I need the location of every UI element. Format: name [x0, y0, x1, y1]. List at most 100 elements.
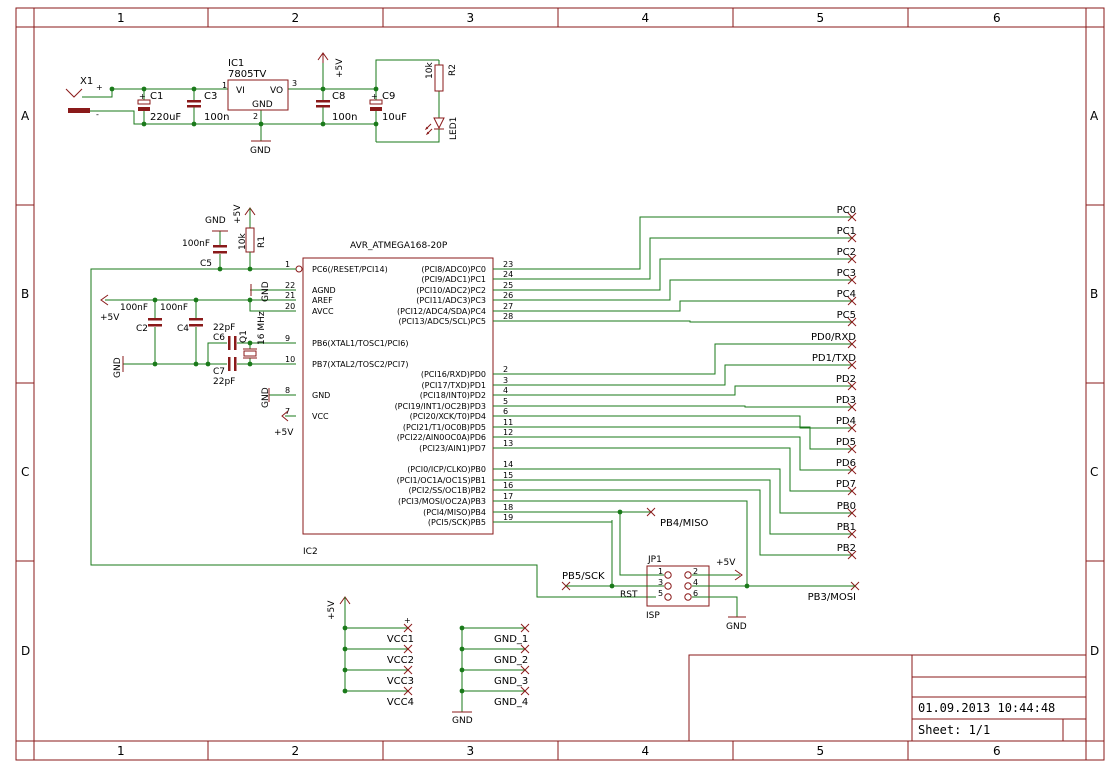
- ic1-pin1: 1: [222, 81, 227, 90]
- vcc-label: VCC4: [387, 697, 414, 708]
- pin8-gnd-label: GND: [261, 387, 271, 408]
- isp-pin6: 6: [693, 589, 698, 598]
- vcc-label: VCC1: [387, 634, 414, 645]
- net-end-PB2: [847, 550, 857, 560]
- mcu-right-pin-name: (PCI9/ADC1)PC1: [421, 275, 486, 284]
- c9-value: 10uF: [382, 112, 407, 123]
- mcu-left-pin-name: GND: [312, 391, 330, 400]
- net-end-PB1: [847, 529, 857, 539]
- led1-name: LED1: [449, 117, 459, 140]
- mcu-right-pin-num: 13: [503, 439, 513, 448]
- c5-name: C5: [200, 259, 212, 269]
- frame-col-bottom-6: 6: [993, 744, 1001, 758]
- mcu-left-pin-name: VCC: [312, 412, 329, 421]
- mcu-right-pin-num: 26: [503, 291, 513, 300]
- net-label: PC3: [837, 268, 856, 279]
- supply-plus5v-label: +5V: [335, 58, 345, 78]
- mcu-right-pin-name: (PCI10/ADC2)PC2: [416, 286, 486, 295]
- gnd-block-label: GND: [452, 716, 473, 726]
- q1-value: 16 MHz: [257, 311, 267, 345]
- isp-rst: RST: [620, 590, 638, 600]
- frame-row-left-C: C: [21, 465, 29, 479]
- c5-gnd-label: GND: [205, 216, 226, 226]
- net-label: PB0: [837, 501, 856, 512]
- pin7-plus5v-label: +5V: [274, 428, 294, 438]
- mcu-left-pin-name: AREF: [312, 296, 333, 305]
- mcu-right-pin-num: 6: [503, 407, 508, 416]
- isp-pin4: 4: [693, 578, 698, 587]
- mcu-left-pin-name: PC6(/RESET/PCI14): [312, 265, 388, 274]
- mcu-right-pin-num: 18: [503, 503, 513, 512]
- x1-minus-sign: -: [96, 110, 99, 119]
- mcu-right-pin-num: 24: [503, 270, 513, 279]
- frame-col-bottom-2: 2: [292, 744, 300, 758]
- net-end-PD2: [847, 381, 857, 391]
- frame-row-right-D: D: [1090, 644, 1099, 658]
- mcu-right-pin-name: (PCI1/OC1A/OC1S)PB1: [397, 476, 486, 485]
- net-end-PC1: [847, 233, 857, 243]
- net-label: PB5/SCK: [562, 571, 605, 582]
- mcu-right-pin-num: 15: [503, 471, 513, 480]
- vcc-end-VCC4: [403, 686, 413, 696]
- c4-value: 100nF: [160, 303, 188, 313]
- net-label: PB4/MISO: [660, 518, 709, 529]
- mcu-body: [302, 257, 494, 535]
- mcu-right-pin-num: 5: [503, 397, 508, 406]
- c8-value: 100n: [332, 112, 357, 123]
- mcu-left-pin-num: 10: [285, 355, 295, 364]
- ic1-type: 7805TV: [228, 69, 267, 80]
- mcu-left-pin-name: PB6(XTAL1/TOSC1/PCI6): [312, 339, 408, 348]
- vcc-end-VCC2: [403, 644, 413, 654]
- mcu-right-pin-num: 3: [503, 376, 508, 385]
- frame-col-top-2: 2: [292, 11, 300, 25]
- net-label: PC2: [837, 247, 856, 258]
- mcu-right-pin-name: (PCI12/ADC4/SDA)PC4: [397, 307, 486, 316]
- mcu-right-pin-num: 4: [503, 386, 508, 395]
- mcu-right-pin-num: 23: [503, 260, 513, 269]
- gnd-label: GND_4: [494, 697, 528, 708]
- isp-pin2: 2: [693, 567, 698, 576]
- net-end-PB0: [847, 508, 857, 518]
- gnd-label: GND_3: [494, 676, 528, 687]
- c4-name: C4: [177, 324, 189, 334]
- frame-col-top-6: 6: [993, 11, 1001, 25]
- mcu-right-pin-name: (PCI19/INT1/OC2B)PD3: [395, 402, 486, 411]
- mcu-right-pin-name: (PCI17/TXD)PD1: [422, 381, 487, 390]
- frame-row-right-A: A: [1090, 109, 1099, 123]
- mcu-right-pin-name: (PCI16/RXD)PD0: [421, 370, 486, 379]
- ic1-pin3: 3: [292, 79, 297, 88]
- net-end-PD3: [847, 402, 857, 412]
- c2-value: 100nF: [120, 303, 148, 313]
- x1-plus-sign: +: [96, 83, 103, 92]
- q1-name: Q1: [239, 330, 249, 343]
- r2-value: 10k: [425, 62, 435, 79]
- mcu-right-pin-name: (PCI11/ADC3)PC3: [416, 296, 486, 305]
- mcu-right-pin-name: (PCI22/AIN0OC0A)PD6: [397, 433, 486, 442]
- mcu-right-pin-name: (PCI18/INT0)PD2: [420, 391, 486, 400]
- net-end-PD4: [847, 423, 857, 433]
- ic1-vo: VO: [270, 86, 283, 96]
- r1-name: R1: [257, 236, 267, 248]
- net-label: PD0/RXD: [811, 332, 856, 343]
- frame-col-bottom-1: 1: [117, 744, 125, 758]
- vcc-label: VCC2: [387, 655, 414, 666]
- frame-row-right-B: B: [1090, 287, 1098, 301]
- frame-col-bottom-5: 5: [817, 744, 825, 758]
- mcu-right-pin-num: 11: [503, 418, 513, 427]
- mcu-support: GND 100nF C5 +5V 10k R1 GND +5V 100nF C2: [90, 204, 656, 598]
- mcu-left-pin-num: 8: [285, 386, 290, 395]
- c7-name: C7: [213, 367, 225, 377]
- frame-col-bottom-3: 3: [467, 744, 475, 758]
- mcu-right-pin-name: (PCI20/XCK/T0)PD4: [410, 412, 486, 421]
- isp-gnd: GND: [726, 622, 747, 632]
- mcu-right-pin-num: 27: [503, 302, 513, 311]
- mcu-right-pin-num: 17: [503, 492, 513, 501]
- ic1-regulator: [227, 79, 289, 111]
- caps-gnd-label: GND: [113, 357, 123, 378]
- net-label: PD3: [836, 395, 856, 406]
- title-datetime: 01.09.2013 10:44:48: [918, 701, 1055, 715]
- net-end-PB4-MISO: [646, 507, 656, 517]
- mcu-ref: IC2: [303, 547, 318, 557]
